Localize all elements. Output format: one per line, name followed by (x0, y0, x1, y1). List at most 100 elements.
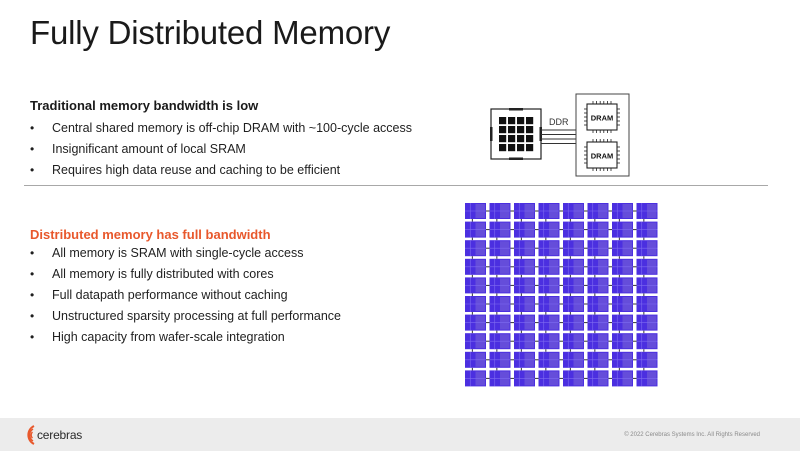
core-tile (514, 296, 535, 312)
core-tile (636, 351, 658, 368)
logo-wordmark: cerebras (37, 428, 83, 442)
list-item: •All memory is fully distributed with co… (30, 264, 341, 285)
core-tile (538, 351, 560, 368)
cerebras-logo[interactable]: cerebras (22, 424, 82, 446)
core-tile (563, 203, 584, 219)
processor-core (517, 144, 525, 152)
processor-core (526, 135, 534, 143)
core-tile (587, 258, 609, 275)
core-tile (489, 370, 511, 387)
core-tile (514, 314, 535, 331)
slide-title: Fully Distributed Memory (30, 14, 391, 51)
core-tile (465, 221, 486, 238)
core-tile (538, 314, 560, 331)
core-tile (612, 221, 633, 238)
core-tile (465, 258, 486, 275)
core-tile (636, 296, 658, 312)
core-tile (514, 258, 535, 275)
core-tile (465, 351, 486, 368)
core-tile (465, 203, 486, 219)
processor-core (499, 135, 507, 143)
core-tile (538, 221, 560, 238)
core-tile (514, 333, 535, 350)
core-tile (538, 277, 560, 294)
processor-core (508, 144, 516, 152)
processor-core (499, 126, 507, 134)
list-item: •Unstructured sparsity processing at ful… (30, 306, 341, 327)
list-item: •Requires high data reuse and caching to… (30, 160, 412, 181)
list-item: •Full datapath performance without cachi… (30, 285, 341, 306)
core-tile (587, 203, 609, 219)
processor-core (526, 144, 534, 152)
traditional-memory-diagram: DDR DRAM DRAM (490, 93, 630, 177)
bullet-icon: • (30, 246, 35, 260)
ddr-bus-lines (541, 129, 576, 144)
core-tile (538, 296, 560, 312)
processor-core (499, 117, 507, 125)
core-tile (612, 258, 633, 275)
processor-core (517, 135, 525, 143)
core-tile (489, 333, 511, 350)
processor-core (508, 117, 516, 125)
core-tile (612, 370, 633, 387)
processor-core (517, 126, 525, 134)
core-tile (636, 203, 658, 219)
core-tile (636, 314, 658, 331)
bullet-icon: • (30, 288, 35, 302)
list-item: •High capacity from wafer-scale integrat… (30, 327, 341, 348)
core-tile (587, 221, 609, 238)
processor-core (526, 117, 534, 125)
core-tile (563, 277, 584, 294)
processor-core (508, 126, 516, 134)
core-tile (489, 314, 511, 331)
core-tile (587, 314, 609, 331)
core-tile (465, 314, 486, 331)
dram-chip-icon: DRAM (584, 101, 620, 133)
core-tile (563, 240, 584, 257)
section-divider (24, 185, 768, 186)
core-tile (636, 277, 658, 294)
traditional-heading: Traditional memory bandwidth is low (30, 98, 259, 113)
bullet-icon: • (30, 163, 35, 177)
core-tile (563, 370, 584, 387)
processor-chip-icon (490, 108, 542, 160)
core-tile (514, 351, 535, 368)
core-tile (636, 333, 658, 350)
core-tile (538, 203, 560, 219)
core-tile (538, 333, 560, 350)
core-tile (636, 370, 658, 387)
ddr-label: DDR (549, 117, 569, 127)
processor-core (508, 135, 516, 143)
core-tile (563, 258, 584, 275)
footer: cerebras © 2022 Cerebras Systems Inc. Al… (0, 418, 800, 451)
bullet-icon: • (30, 142, 35, 156)
distributed-bullet-list: •All memory is SRAM with single-cycle ac… (30, 243, 341, 348)
copyright-notice: © 2022 Cerebras Systems Inc. All Rights … (624, 432, 760, 438)
dram-pins (584, 139, 620, 171)
core-tile (612, 333, 633, 350)
core-tile (612, 296, 633, 312)
core-tile (612, 351, 633, 368)
list-item: •All memory is SRAM with single-cycle ac… (30, 243, 341, 264)
core-tile (465, 296, 486, 312)
distributed-heading: Distributed memory has full bandwidth (30, 227, 271, 242)
bullet-icon: • (30, 330, 35, 344)
core-tile (538, 240, 560, 257)
list-item: •Insignificant amount of local SRAM (30, 139, 412, 160)
core-tile (538, 258, 560, 275)
core-tile (489, 277, 511, 294)
core-tile (563, 221, 584, 238)
core-tile (514, 240, 535, 257)
core-tile (612, 277, 633, 294)
core-tile (514, 203, 535, 219)
core-tile (587, 296, 609, 312)
processor-core (499, 144, 507, 152)
core-tile (514, 221, 535, 238)
core-tile (489, 240, 511, 257)
core-tile (612, 314, 633, 331)
list-item: •Central shared memory is off-chip DRAM … (30, 118, 412, 139)
distributed-core-grid (465, 203, 658, 387)
processor-core (526, 126, 534, 134)
core-tile (636, 221, 658, 238)
core-tile (465, 333, 486, 350)
